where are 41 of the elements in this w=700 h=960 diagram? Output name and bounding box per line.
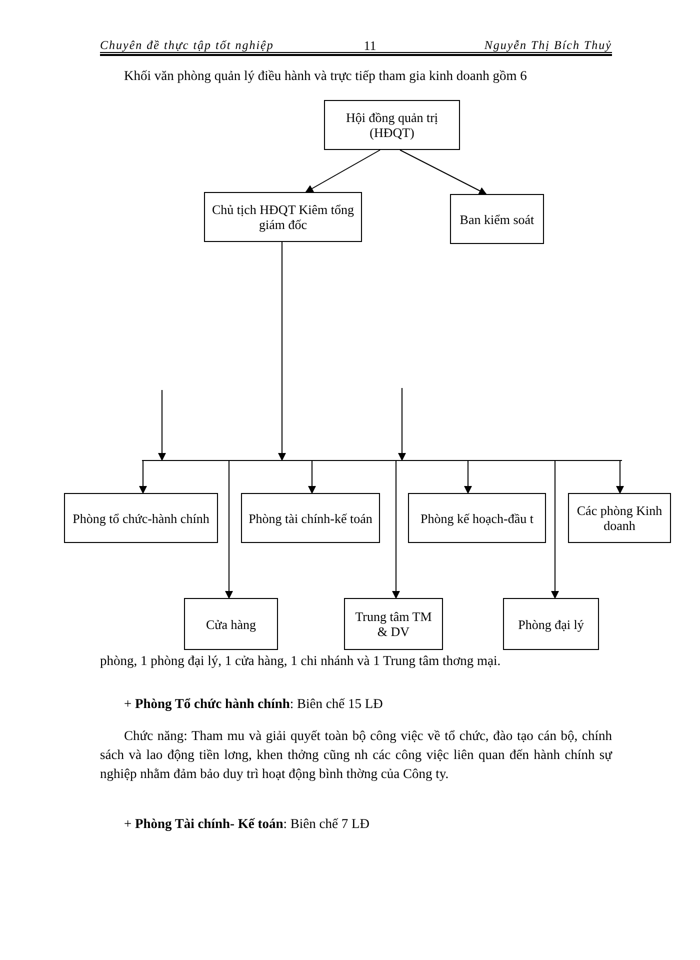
org-box: [204, 192, 362, 242]
org-box: [450, 194, 544, 244]
box-label: Phòng tài chính-kế toán: [248, 510, 372, 526]
arrow: [392, 460, 400, 599]
arrow: [225, 460, 233, 599]
box-label: Trung tâm TM & DV: [354, 609, 433, 639]
paragraph: phòng, 1 phòng đại lý, 1 cửa hàng, 1 chi nhánh và 1 Trung tâm thơng mại.: [100, 652, 502, 670]
org-box: [408, 493, 546, 543]
arrow: [400, 150, 487, 194]
org-box: [568, 493, 671, 543]
box-label: Phòng tổ chức-hành chính: [72, 510, 210, 526]
paragraph: + Phòng Tài chính- Kế toán: Biên chế 7 LĐ: [123, 815, 371, 833]
box-label: Các phòng Kinh doanh: [576, 503, 664, 533]
bus-line: [142, 460, 622, 461]
arrow: [139, 460, 147, 494]
paragraph: + Phòng Tổ chức hành chính: Biên chế 15 LĐ: [123, 695, 384, 713]
arrow: [158, 390, 166, 461]
paragraph: Chức năng: Tham mu và giải quyết toàn bộ công việc về tổ chức, đào tạo cán bộ, chính sách và lao động tiền lơng, khen thởng cũng nh các công việc liên quan đến hành chính sự nghiệp nhằm đảm bảo duy trì hoạt động bình thờng của Công ty.: [100, 727, 612, 783]
arrow: [464, 460, 472, 494]
org-box: [241, 493, 380, 543]
header-text: Chuyên đề thực tập tốt nghiệp: [100, 37, 275, 54]
org-box: [64, 493, 218, 543]
box-label: Phòng kế hoạch-đầu t: [420, 510, 534, 526]
box-label: Hội đồng quản trị (HĐQT): [344, 110, 440, 140]
arrow: [308, 460, 316, 494]
header-text: Nguyễn Thị Bích Thuỷ: [483, 37, 612, 54]
header-text: 11: [362, 37, 378, 55]
box-label: Cửa hàng: [206, 616, 256, 632]
paragraph: Khối văn phòng quản lý điều hành và trực tiếp tham gia kinh doanh gồm 6: [123, 67, 528, 85]
box-label: Phòng đại lý: [518, 616, 584, 632]
org-box: [324, 100, 460, 150]
org-box: [184, 598, 278, 650]
box-label: Ban kiểm soát: [460, 212, 534, 226]
org-box: [344, 598, 443, 650]
org-box: [503, 598, 599, 650]
arrow: [278, 242, 286, 461]
arrow: [616, 460, 624, 494]
arrow: [551, 460, 559, 599]
box-label: Chủ tịch HĐQT Kiêm tổng giám đốc: [210, 202, 356, 232]
arrow: [398, 388, 406, 461]
arrow: [305, 150, 380, 192]
